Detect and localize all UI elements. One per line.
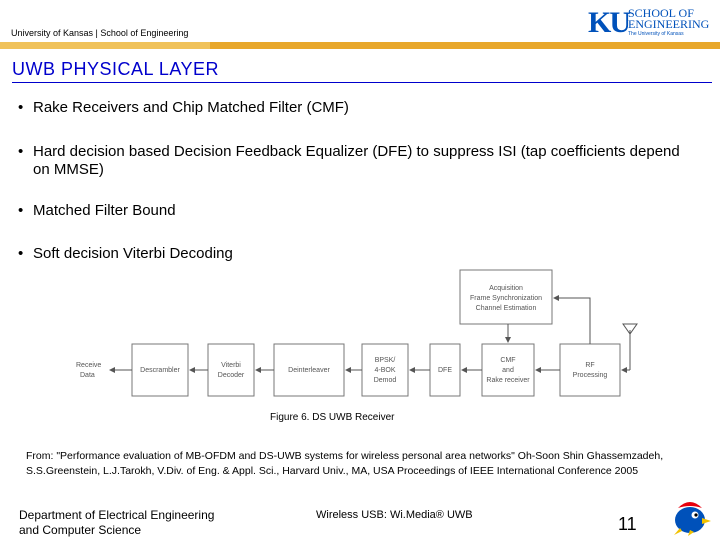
rf-label-1: RF xyxy=(585,362,594,369)
cmf-rake-block xyxy=(481,343,535,397)
dfe-label: DFE xyxy=(438,367,452,374)
jayhawk-mascot-icon xyxy=(674,502,711,536)
header-gold-bar-accent xyxy=(0,42,210,49)
footer-department-line1: Department of Electrical Engineering xyxy=(19,508,215,522)
ku-engineering-logo: KU SCHOOL OF ENGINEERING The University … xyxy=(588,6,714,40)
descrambler-block xyxy=(131,343,189,397)
acquisition-label-3: Channel Estimation xyxy=(476,305,537,312)
acquisition-label-1: Acquisition xyxy=(489,285,523,292)
page-number: 11 xyxy=(618,514,637,534)
demod-label-2: 4-BOK xyxy=(374,367,395,374)
cmf-label-1: CMF xyxy=(500,357,515,364)
bullet-item: • Hard decision based Decision Feedback … xyxy=(18,143,688,179)
title-underline xyxy=(12,82,712,83)
rf-label-2: Processing xyxy=(573,372,608,379)
rf-processing-block xyxy=(559,343,621,397)
viterbi-label-2: Decoder xyxy=(218,372,245,379)
acquisition-block xyxy=(459,269,553,325)
receive-data-label-2: Data xyxy=(80,372,95,379)
footer-center-text: Wireless USB: Wi.Media® UWB xyxy=(316,509,473,521)
demod-label-1: BPSK/ xyxy=(375,357,396,364)
bullet-symbol: • xyxy=(18,99,24,116)
demod-label-3: Demod xyxy=(374,377,397,384)
logo-subline: The University of Kansas xyxy=(628,31,684,37)
logo-school-line1: SCHOOL OF xyxy=(628,6,694,20)
figure-caption: Figure 6. DS UWB Receiver xyxy=(270,412,395,423)
dfe-block xyxy=(429,343,461,397)
bullet-item: • Rake Receivers and Chip Matched Filter… xyxy=(18,99,688,117)
viterbi-label-1: Viterbi xyxy=(221,362,241,369)
deinterleaver-label: Deinterleaver xyxy=(288,367,330,374)
descrambler-label: Descrambler xyxy=(140,367,180,374)
bullet-item: • Matched Filter Bound xyxy=(18,202,688,220)
logo-school-text: SCHOOL OF ENGINEERING xyxy=(628,6,710,31)
antenna-icon xyxy=(622,323,638,370)
logo-school-line2: ENGINEERING xyxy=(628,17,710,31)
bullet-symbol: • xyxy=(18,202,24,219)
footer-department: Department of Electrical Engineering and… xyxy=(19,508,214,538)
logo-mark: KU xyxy=(588,6,631,39)
bullet-text: Soft decision Viterbi Decoding xyxy=(33,245,233,262)
bullet-symbol: • xyxy=(18,143,24,160)
receive-data-label-1: Receive xyxy=(76,362,101,369)
bullet-text: Rake Receivers and Chip Matched Filter (… xyxy=(33,99,349,116)
bullet-text: Matched Filter Bound xyxy=(33,202,176,219)
bullet-symbol: • xyxy=(18,245,24,262)
footer-department-line2: and Computer Science xyxy=(19,523,142,537)
viterbi-block xyxy=(207,343,255,397)
bullet-item: • Soft decision Viterbi Decoding xyxy=(18,245,688,263)
acquisition-label-2: Frame Synchronization xyxy=(470,295,542,302)
header-gold-bar xyxy=(0,42,720,49)
cmf-label-2: and xyxy=(502,367,514,374)
citation-text: From: "Performance evaluation of MB-OFDM… xyxy=(26,450,664,477)
receiver-block-diagram: Acquisition Frame Synchronization Channe… xyxy=(76,269,638,397)
bullet-text: Hard decision based Decision Feedback Eq… xyxy=(33,143,680,178)
university-line: University of Kansas | School of Enginee… xyxy=(11,28,189,38)
cmf-label-3: Rake receiver xyxy=(486,377,530,384)
slide-title: UWB PHYSICAL LAYER xyxy=(12,59,220,79)
